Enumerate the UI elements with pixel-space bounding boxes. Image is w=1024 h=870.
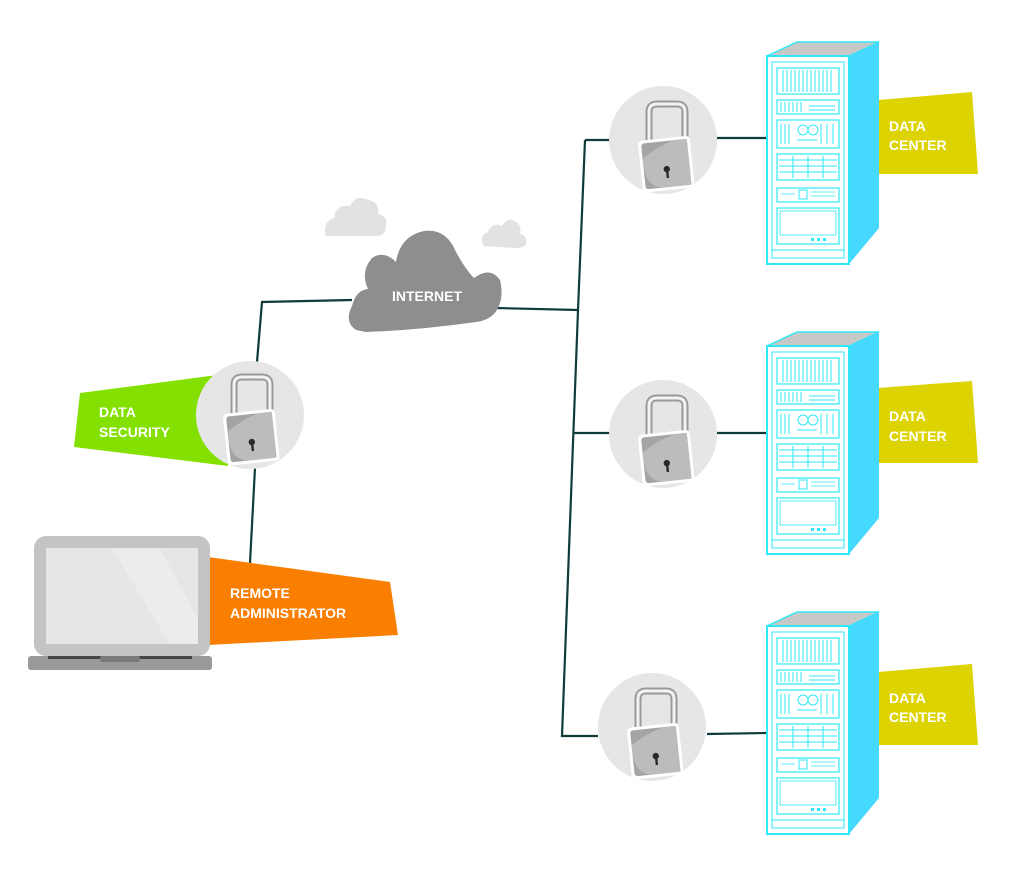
connector-security-to-internet [255,298,353,363]
small-cloud-icon [325,198,387,236]
remote-administrator-node: REMOTE ADMINISTRATOR [28,536,398,670]
data-center-banner [878,381,978,463]
connector-internet-to-hub [495,306,579,312]
data-center-label-line2: CENTER [889,428,947,444]
remote-administrator-banner [208,557,398,645]
data-security-label-line2: SECURITY [99,424,170,440]
data-security-node: DATA SECURITY [74,361,304,469]
remote-administrator-label-line1: REMOTE [230,585,290,601]
data-center-node: DATA CENTER [609,41,978,265]
laptop-icon [28,536,212,670]
server-rack-icon [766,611,880,835]
data-center-label-line2: CENTER [889,709,947,725]
internet-label: INTERNET [392,288,462,304]
server-rack-icon [766,331,880,555]
connector-hub-trunk [560,139,598,738]
server-rack-icon [766,41,880,265]
data-center-label-line2: CENTER [889,137,947,153]
connector-lock-3-to-dc-3 [706,731,767,736]
data-center-label-line1: DATA [889,118,926,134]
connector-lines [248,136,767,738]
data-security-banner [74,374,228,466]
remote-administrator-label-line2: ADMINISTRATOR [230,605,346,621]
data-center-label-line1: DATA [889,408,926,424]
data-center-label-line1: DATA [889,690,926,706]
connector-admin-to-security [248,467,257,564]
data-center-banner [878,664,978,745]
internet-node: INTERNET [348,230,502,332]
small-cloud-icon [481,219,527,248]
data-center-node: DATA CENTER [598,611,978,835]
data-security-label-line1: DATA [99,404,136,420]
data-center-banner [878,92,978,174]
data-center-node: DATA CENTER [609,331,978,555]
cloud-icon [348,230,502,332]
